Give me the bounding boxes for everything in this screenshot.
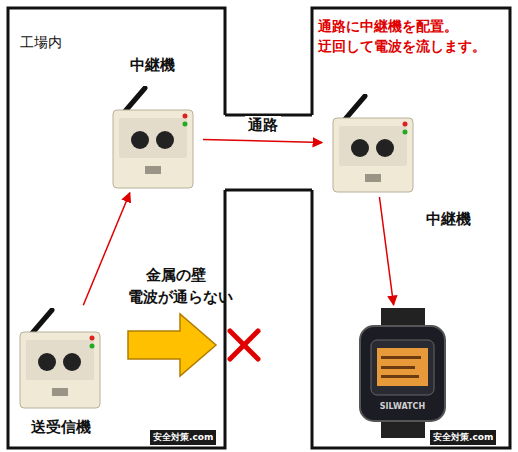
device-label: 中継機 [413, 210, 483, 229]
watch-device [355, 308, 450, 438]
wall-note: 金属の壁 [146, 266, 206, 285]
relay-device [12, 308, 110, 410]
signal-arrow [379, 197, 393, 305]
right-room-wall [312, 8, 510, 448]
note-text: 迂回して電波を流します。 [318, 38, 486, 56]
relay-device-box: 中継機 [105, 86, 200, 190]
device-label: 中継機 [105, 56, 200, 75]
device-label: 送受信機 [12, 418, 110, 437]
passage-label: 通路 [245, 116, 281, 135]
watermark: 安全対策.com [430, 430, 496, 445]
passage-wall [225, 189, 312, 192]
relay-device [325, 94, 420, 194]
note-text: 通路に中継機を配置。 [318, 18, 458, 36]
watch-device-box: SILWATCH [355, 308, 450, 438]
signal-arrow [203, 139, 322, 142]
left-room-wall [8, 8, 225, 448]
relay-device [105, 86, 200, 190]
signal-arrow [83, 193, 130, 305]
blocked-arrow [128, 314, 216, 376]
area-title: 工場内 [20, 34, 62, 52]
wall-note: 電波が通らない [128, 288, 233, 307]
brand-text: SILWATCH [355, 402, 450, 411]
relay-device-box: 中継機 [325, 94, 420, 194]
watermark: 安全対策.com [150, 430, 216, 445]
cross-mark [230, 331, 258, 359]
transceiver-device-box: 送受信機 [12, 308, 110, 410]
